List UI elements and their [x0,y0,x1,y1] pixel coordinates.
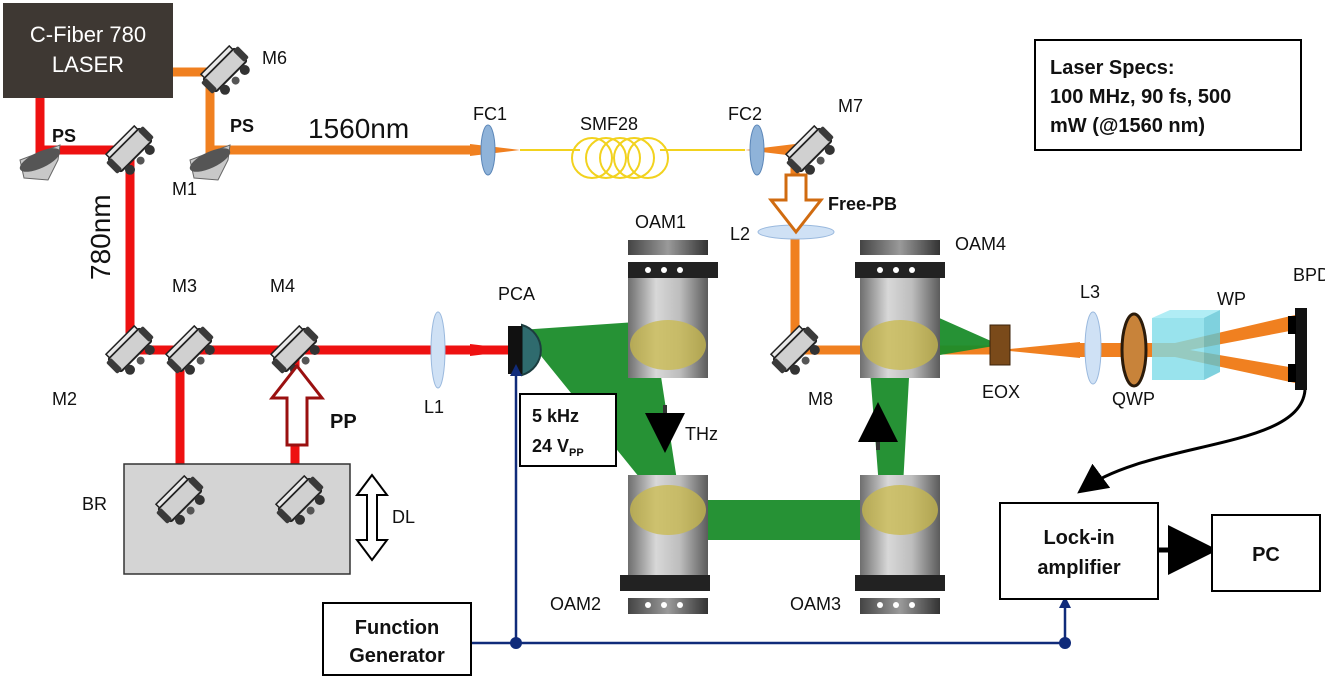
lockin-line1: Lock-in [1043,527,1114,549]
pca-dome [521,323,542,377]
bias-voltage: 24 VPP [532,436,584,459]
laser-specs-box [1034,39,1302,151]
label-pp: PP [330,411,357,433]
mirror-m3 [160,320,220,380]
qwp-plate [1120,312,1148,388]
laser-title: C-Fiber 780 [30,22,146,47]
beam-diverge-eox [1000,342,1080,358]
fiber-smf28 [520,137,745,179]
specs-line: mW (@1560 nm) [1050,115,1205,137]
label-l3: L3 [1080,282,1100,302]
label-oam1: OAM1 [635,212,686,232]
function-generator-box[interactable] [322,602,472,676]
bpd-detector [1288,308,1307,390]
label-bpd: BPD [1293,265,1325,285]
label-m4: M4 [270,276,295,296]
pc-box[interactable] [1211,514,1321,592]
mirror-m8 [765,320,825,380]
beam-focus-fc2 [745,144,795,156]
mirror-m1 [100,120,160,180]
bias-box [519,393,617,467]
lockin-amplifier-box[interactable] [999,502,1159,600]
label-l1: L1 [424,397,444,417]
label-oam3: OAM3 [790,594,841,614]
mirror-m2 [100,320,160,380]
function-generator-line1: Function [355,617,439,639]
label-oam4: OAM4 [955,234,1006,254]
wire-arrow-pca [510,364,522,376]
beam-focus-l1 [470,344,520,356]
pp-arrow [268,363,326,447]
label-m1: M1 [172,179,197,199]
pc-label: PC [1252,544,1280,566]
label-m2: M2 [52,389,77,409]
oam4 [855,240,945,378]
label-eox: EOX [982,382,1020,402]
wollaston-prism [1152,310,1220,380]
label-pca: PCA [498,284,535,304]
beam-split-wp [1175,315,1295,383]
label-smf28: SMF28 [580,114,638,134]
lockin-line2: amplifier [1037,557,1121,579]
label-l2: L2 [730,224,750,244]
label-m8: M8 [808,389,833,409]
pca-chip [508,326,522,374]
function-generator-line2: Generator [349,645,445,667]
eox-crystal [989,324,1011,366]
lens-l3 [1084,311,1102,385]
label-br: BR [82,494,107,514]
label-fc1: FC1 [473,104,507,124]
lens-fc1 [480,124,496,176]
oam1 [628,240,718,378]
label-ps1: PS [52,126,76,146]
label-m3: M3 [172,276,197,296]
label-free-pb: Free-PB [828,194,897,214]
label-dl: DL [392,507,415,527]
laser-subtitle: LASER [52,52,124,77]
label-1560nm: 1560nm [308,113,409,144]
label-qwp: QWP [1112,389,1155,409]
lens-l1 [430,311,446,389]
specs-line: 100 MHz, 90 fs, 500 [1050,86,1231,108]
wire-arrow-lockin [1059,596,1071,608]
label-m7: M7 [838,96,863,116]
specs-heading: Laser Specs: [1050,57,1175,79]
label-oam2: OAM2 [550,594,601,614]
label-780nm: 780nm [85,194,116,280]
free-pb-arrow [767,173,825,235]
junction-dot [510,637,522,649]
splitter-ps1 [19,144,61,181]
label-m6: M6 [262,48,287,68]
bpd-to-lockin-cable [1077,389,1307,494]
label-ps2: PS [230,116,254,136]
oam3 [855,475,945,614]
laser-source-box [3,3,173,98]
lens-fc2 [749,124,765,176]
label-fc2: FC2 [728,104,762,124]
splitter-ps2 [189,144,231,181]
label-wp: WP [1217,289,1246,309]
oam2 [620,475,710,614]
label-thz: THz [685,424,718,444]
junction-dot [1059,637,1071,649]
dl-double-arrow[interactable] [355,473,389,562]
bias-frequency: 5 kHz [532,406,579,426]
